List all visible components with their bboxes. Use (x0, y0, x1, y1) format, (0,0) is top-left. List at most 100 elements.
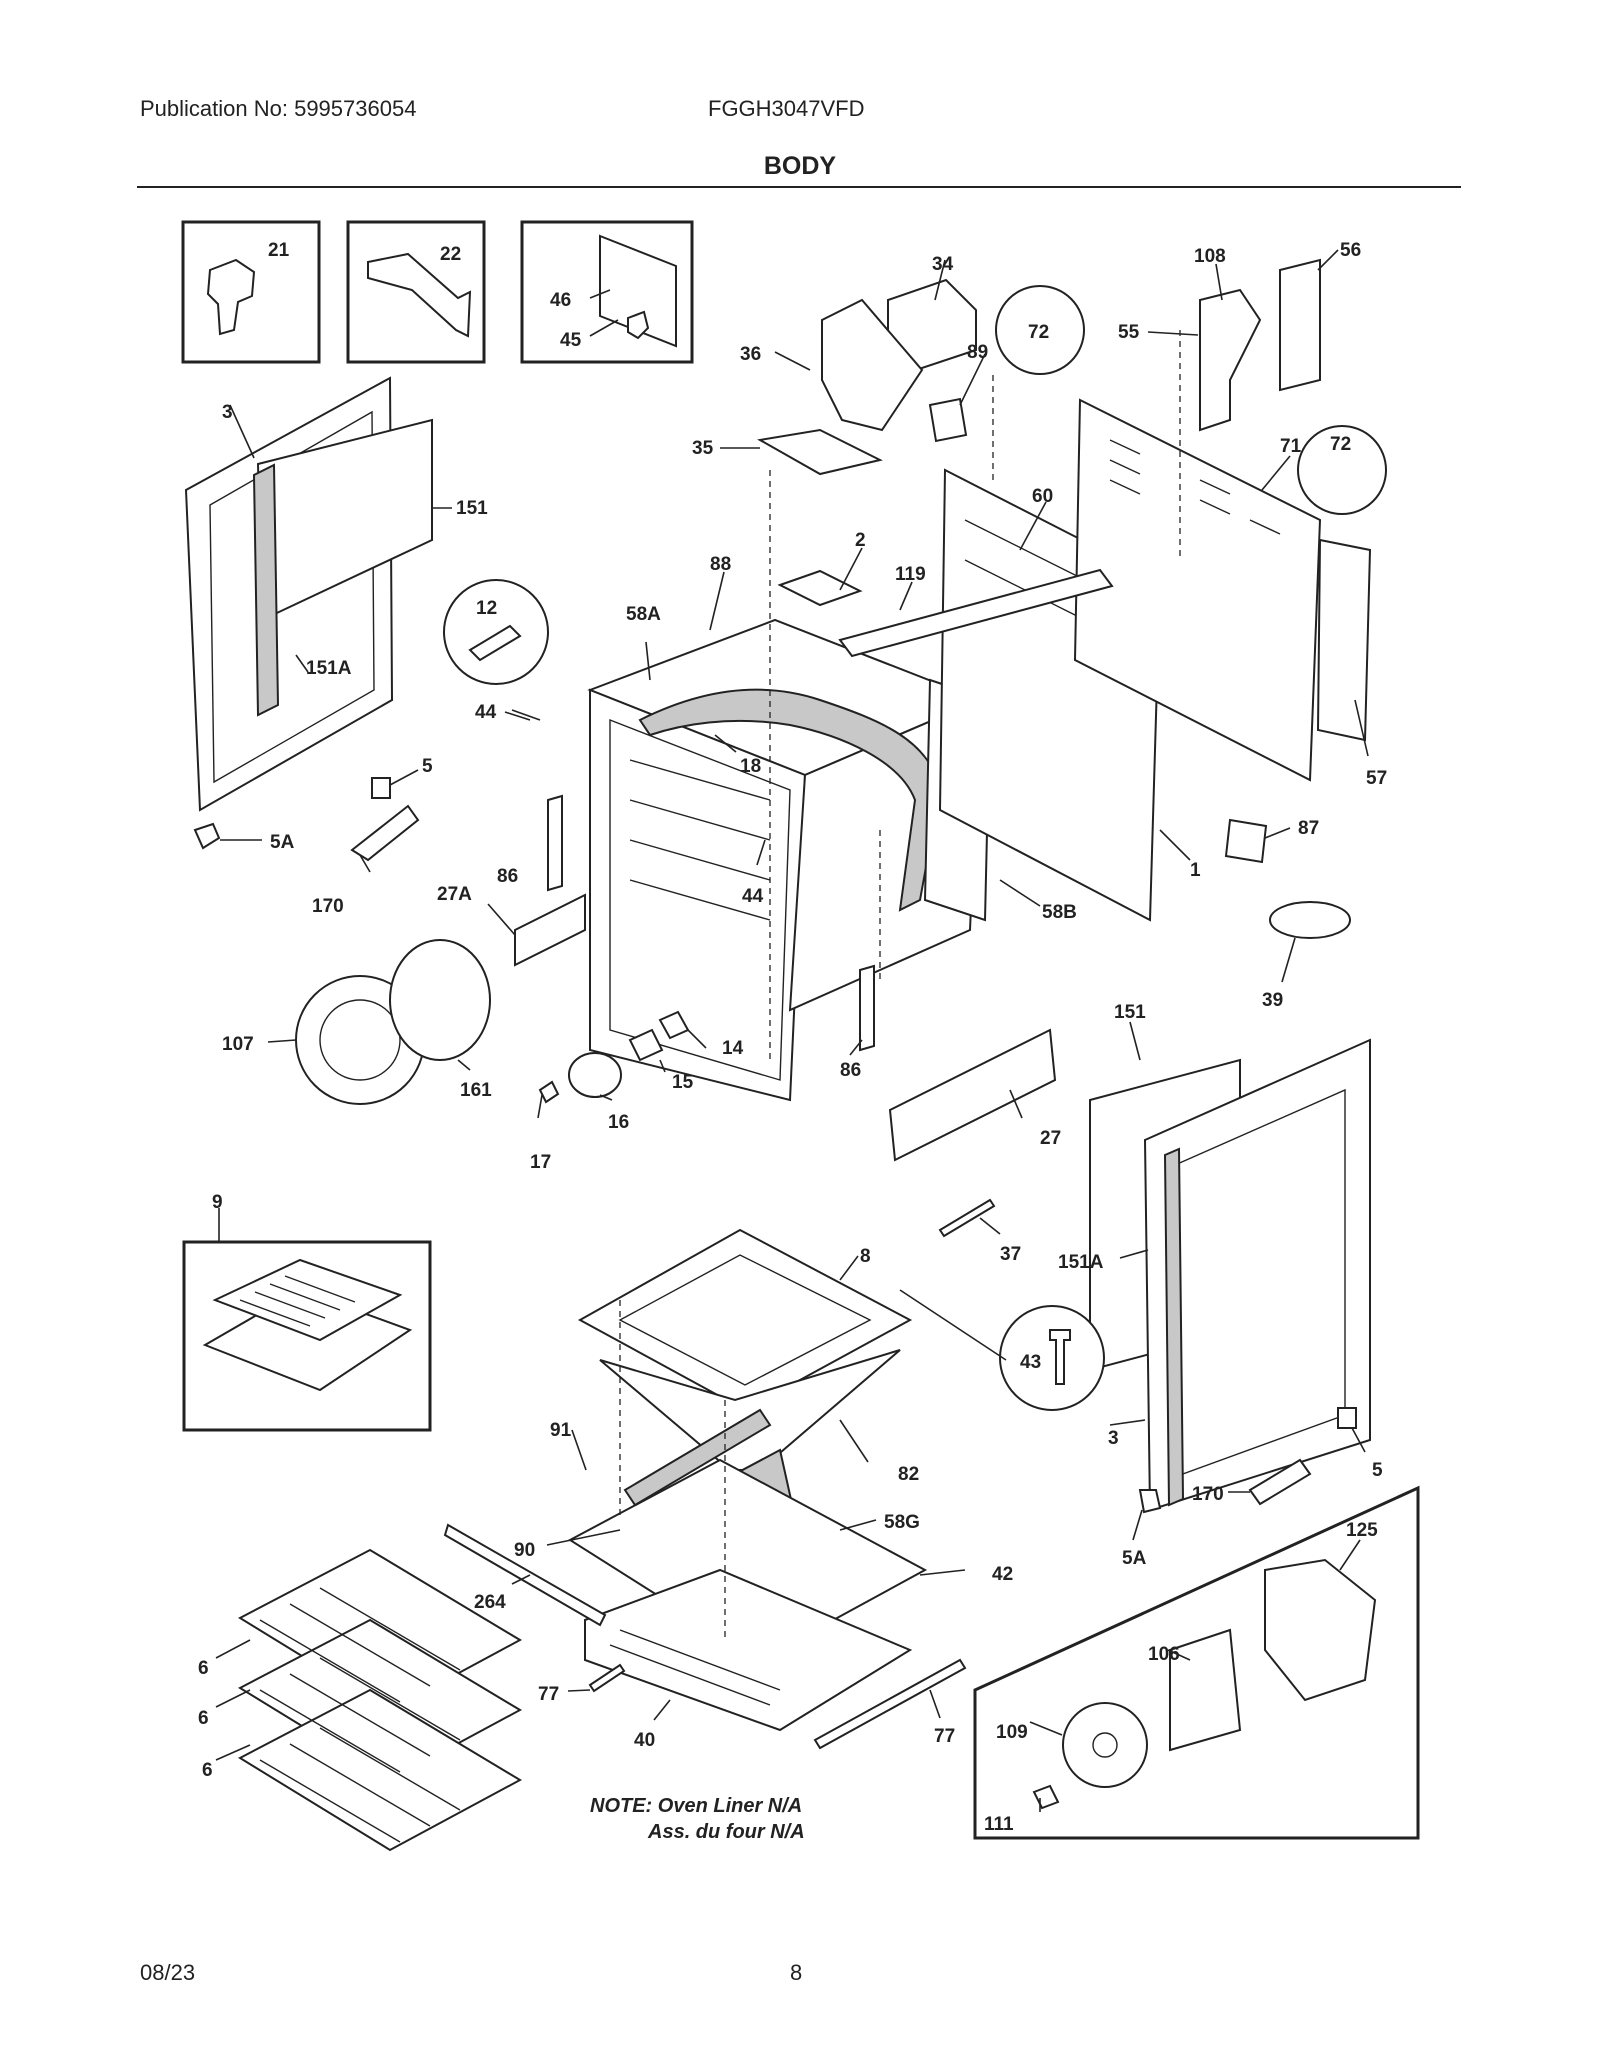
detail-circle-12 (443, 579, 549, 685)
part-56 (1279, 258, 1321, 392)
callout-18: 18 (740, 756, 761, 777)
callout-60: 60 (1032, 486, 1053, 507)
callout-88: 88 (710, 554, 731, 575)
callout-16: 16 (608, 1112, 629, 1133)
callout-264: 264 (474, 1592, 506, 1613)
callout-58A: 58A (626, 604, 661, 625)
callout-42: 42 (992, 1564, 1013, 1585)
oven-racks (237, 1548, 523, 1852)
part-161-ring (389, 939, 491, 1061)
part-27 (888, 1028, 1057, 1162)
callout-5A-left: 5A (270, 832, 295, 853)
callout-87: 87 (1298, 818, 1319, 839)
part-39-cord (1269, 901, 1351, 939)
oven-bottom-assembly (568, 1228, 928, 1732)
callout-151A-left: 151A (306, 658, 352, 679)
callout-89: 89 (967, 342, 988, 363)
callout-90: 90 (514, 1540, 535, 1561)
callout-58G: 58G (884, 1512, 920, 1533)
callout-27A: 27A (437, 884, 472, 905)
detail-circle-43 (999, 1305, 1105, 1411)
callout-77-left: 77 (538, 1684, 559, 1705)
part-264 (443, 1523, 607, 1627)
callout-6-top: 6 (198, 1658, 209, 1679)
callout-21: 21 (268, 240, 290, 261)
part-57 (1316, 538, 1372, 742)
callout-125: 125 (1346, 1520, 1378, 1541)
callout-86-upper: 86 (497, 866, 518, 887)
part-170-right (1248, 1458, 1312, 1506)
callout-82: 82 (898, 1464, 919, 1485)
callout-5-right: 5 (1372, 1460, 1383, 1481)
callout-44-center: 44 (742, 886, 764, 907)
callout-2: 2 (855, 530, 866, 551)
callout-91: 91 (550, 1420, 572, 1441)
callout-43: 43 (1020, 1352, 1041, 1373)
callout-5-left: 5 (422, 756, 433, 777)
callout-161: 161 (460, 1080, 492, 1101)
callout-27: 27 (1040, 1128, 1061, 1149)
model-number: FGGH3047VFD (708, 96, 865, 121)
callout-151-left: 151 (456, 498, 488, 519)
callout-170-right: 170 (1192, 1484, 1224, 1505)
callout-15: 15 (672, 1072, 694, 1093)
part-60-bar (838, 568, 1114, 658)
part-12-sensor (468, 624, 522, 662)
callout-109: 109 (996, 1722, 1028, 1743)
callout-labels: 21 22 46 45 34 36 89 35 108 56 72 55 71 … (198, 240, 1387, 1835)
callout-77-right: 77 (934, 1726, 955, 1747)
part-86-lower (859, 964, 875, 1052)
callout-3-right: 3 (1108, 1428, 1119, 1449)
detail-circle-72-right (1297, 425, 1387, 515)
part-35 (757, 428, 883, 476)
part-86-upper (547, 794, 563, 892)
callout-106: 106 (1148, 1644, 1180, 1665)
callout-12: 12 (476, 598, 497, 619)
part-77-right (813, 1658, 967, 1750)
part-36 (821, 298, 924, 432)
callout-151A-right: 151A (1058, 1252, 1104, 1273)
callout-111: 111 (984, 1814, 1014, 1835)
callout-56: 56 (1340, 240, 1361, 261)
publication-number: Publication No: 5995736054 (140, 96, 417, 121)
callout-44-left: 44 (475, 702, 497, 723)
part-17 (538, 1080, 560, 1104)
part-5-right (1337, 1407, 1357, 1429)
callout-3-left: 3 (222, 402, 233, 423)
part-108-55 (1199, 288, 1262, 432)
callout-37: 37 (1000, 1244, 1021, 1265)
inset-box-45-46 (520, 220, 694, 364)
callout-108: 108 (1194, 246, 1226, 267)
callout-6-middle: 6 (198, 1708, 209, 1729)
callout-1: 1 (1190, 860, 1201, 881)
part-77-left (588, 1663, 626, 1693)
callout-58B: 58B (1042, 902, 1077, 923)
part-15 (628, 1028, 664, 1062)
callout-17: 17 (530, 1152, 551, 1173)
footer-date: 08/23 (140, 1960, 196, 1985)
callout-86-lower: 86 (840, 1060, 861, 1081)
part-5A-right (1138, 1489, 1162, 1514)
callout-151-right: 151 (1114, 1002, 1146, 1023)
callout-46: 46 (550, 290, 571, 311)
callout-14: 14 (722, 1038, 744, 1059)
callout-72-right: 72 (1330, 434, 1351, 455)
callout-107: 107 (222, 1034, 254, 1055)
inset-box-9-broiler-pan (182, 1240, 432, 1432)
callout-35: 35 (692, 438, 714, 459)
part-16-lens (568, 1052, 622, 1098)
callout-36: 36 (740, 344, 761, 365)
part-27A (514, 893, 586, 967)
footer-page-number: 8 (790, 1960, 803, 1985)
oven-cavity (587, 618, 983, 1102)
callout-72-top: 72 (1028, 322, 1049, 343)
callout-119: 119 (895, 564, 926, 585)
oven-door-right (1089, 1038, 1371, 1512)
callout-8: 8 (860, 1246, 871, 1267)
note-line-1: NOTE: Oven Liner N/A (590, 1795, 802, 1817)
part-87 (1224, 818, 1268, 864)
callout-34: 34 (932, 254, 954, 275)
detail-circle-72-top (995, 285, 1085, 375)
callout-170-left: 170 (312, 896, 344, 917)
